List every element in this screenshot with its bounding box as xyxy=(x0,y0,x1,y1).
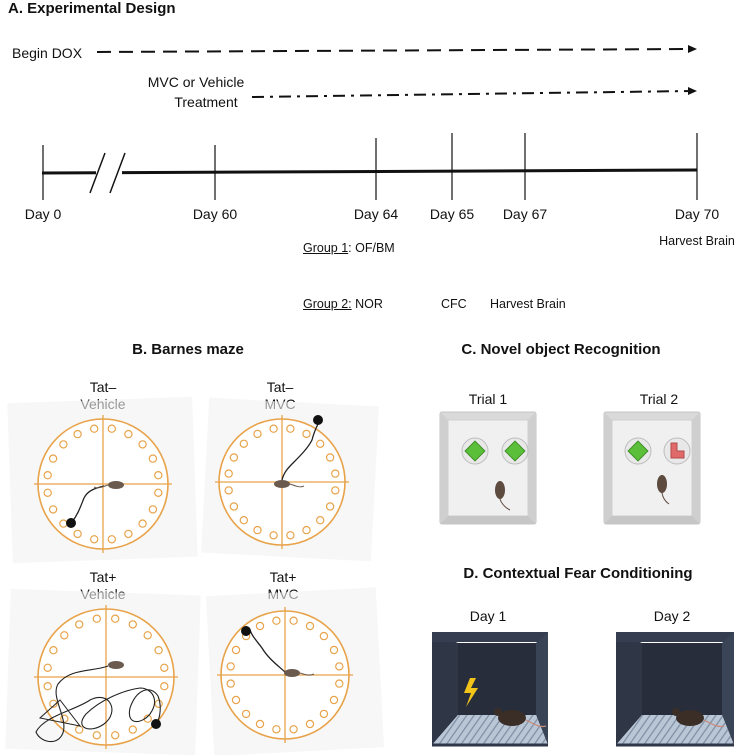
day-1-chamber xyxy=(432,632,548,745)
day-2-chamber xyxy=(616,632,734,745)
